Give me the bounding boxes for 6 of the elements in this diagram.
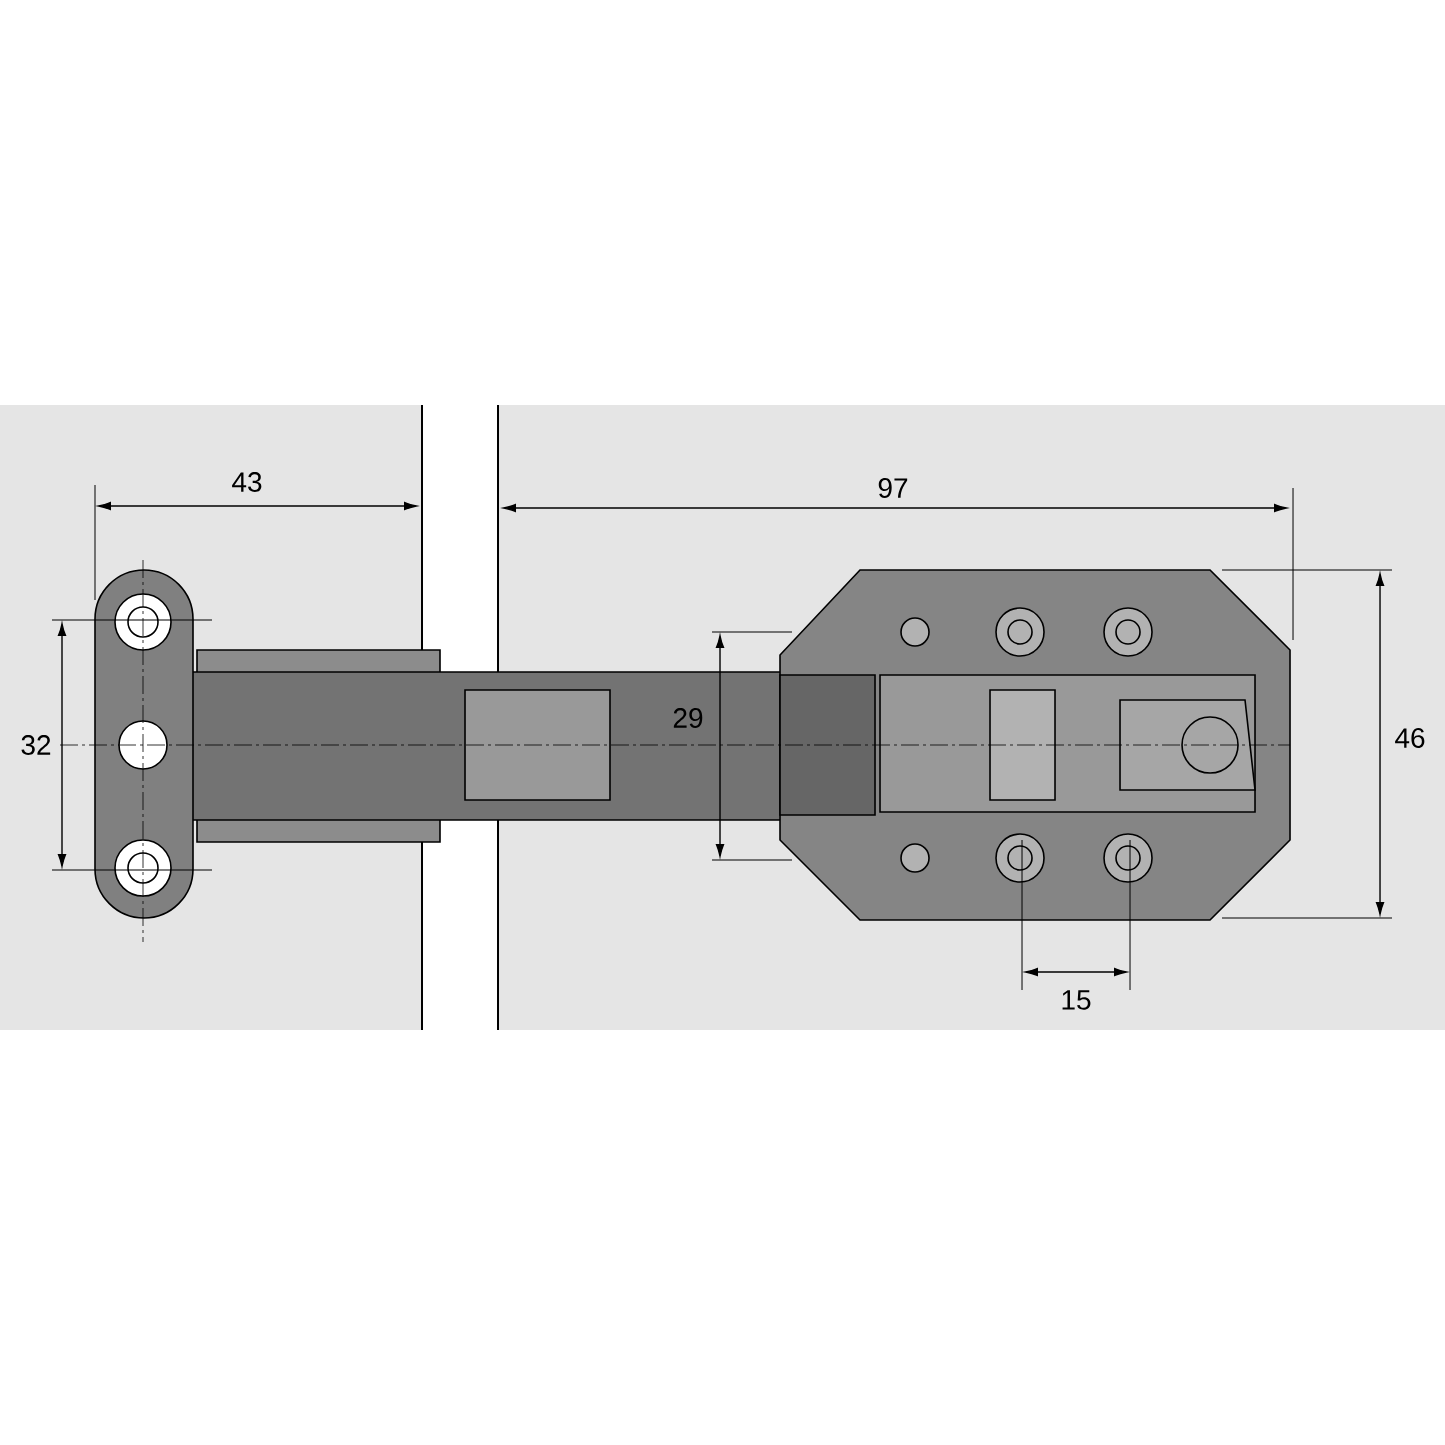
dimension-label: 97 [878,478,908,498]
dimension-label: 32 [21,735,51,755]
dimension-label: 15 [1062,990,1091,1010]
dimension-label: 46 [1395,728,1425,748]
dimension-label: 29 [673,708,703,728]
dimension-label: 43 [232,472,262,492]
